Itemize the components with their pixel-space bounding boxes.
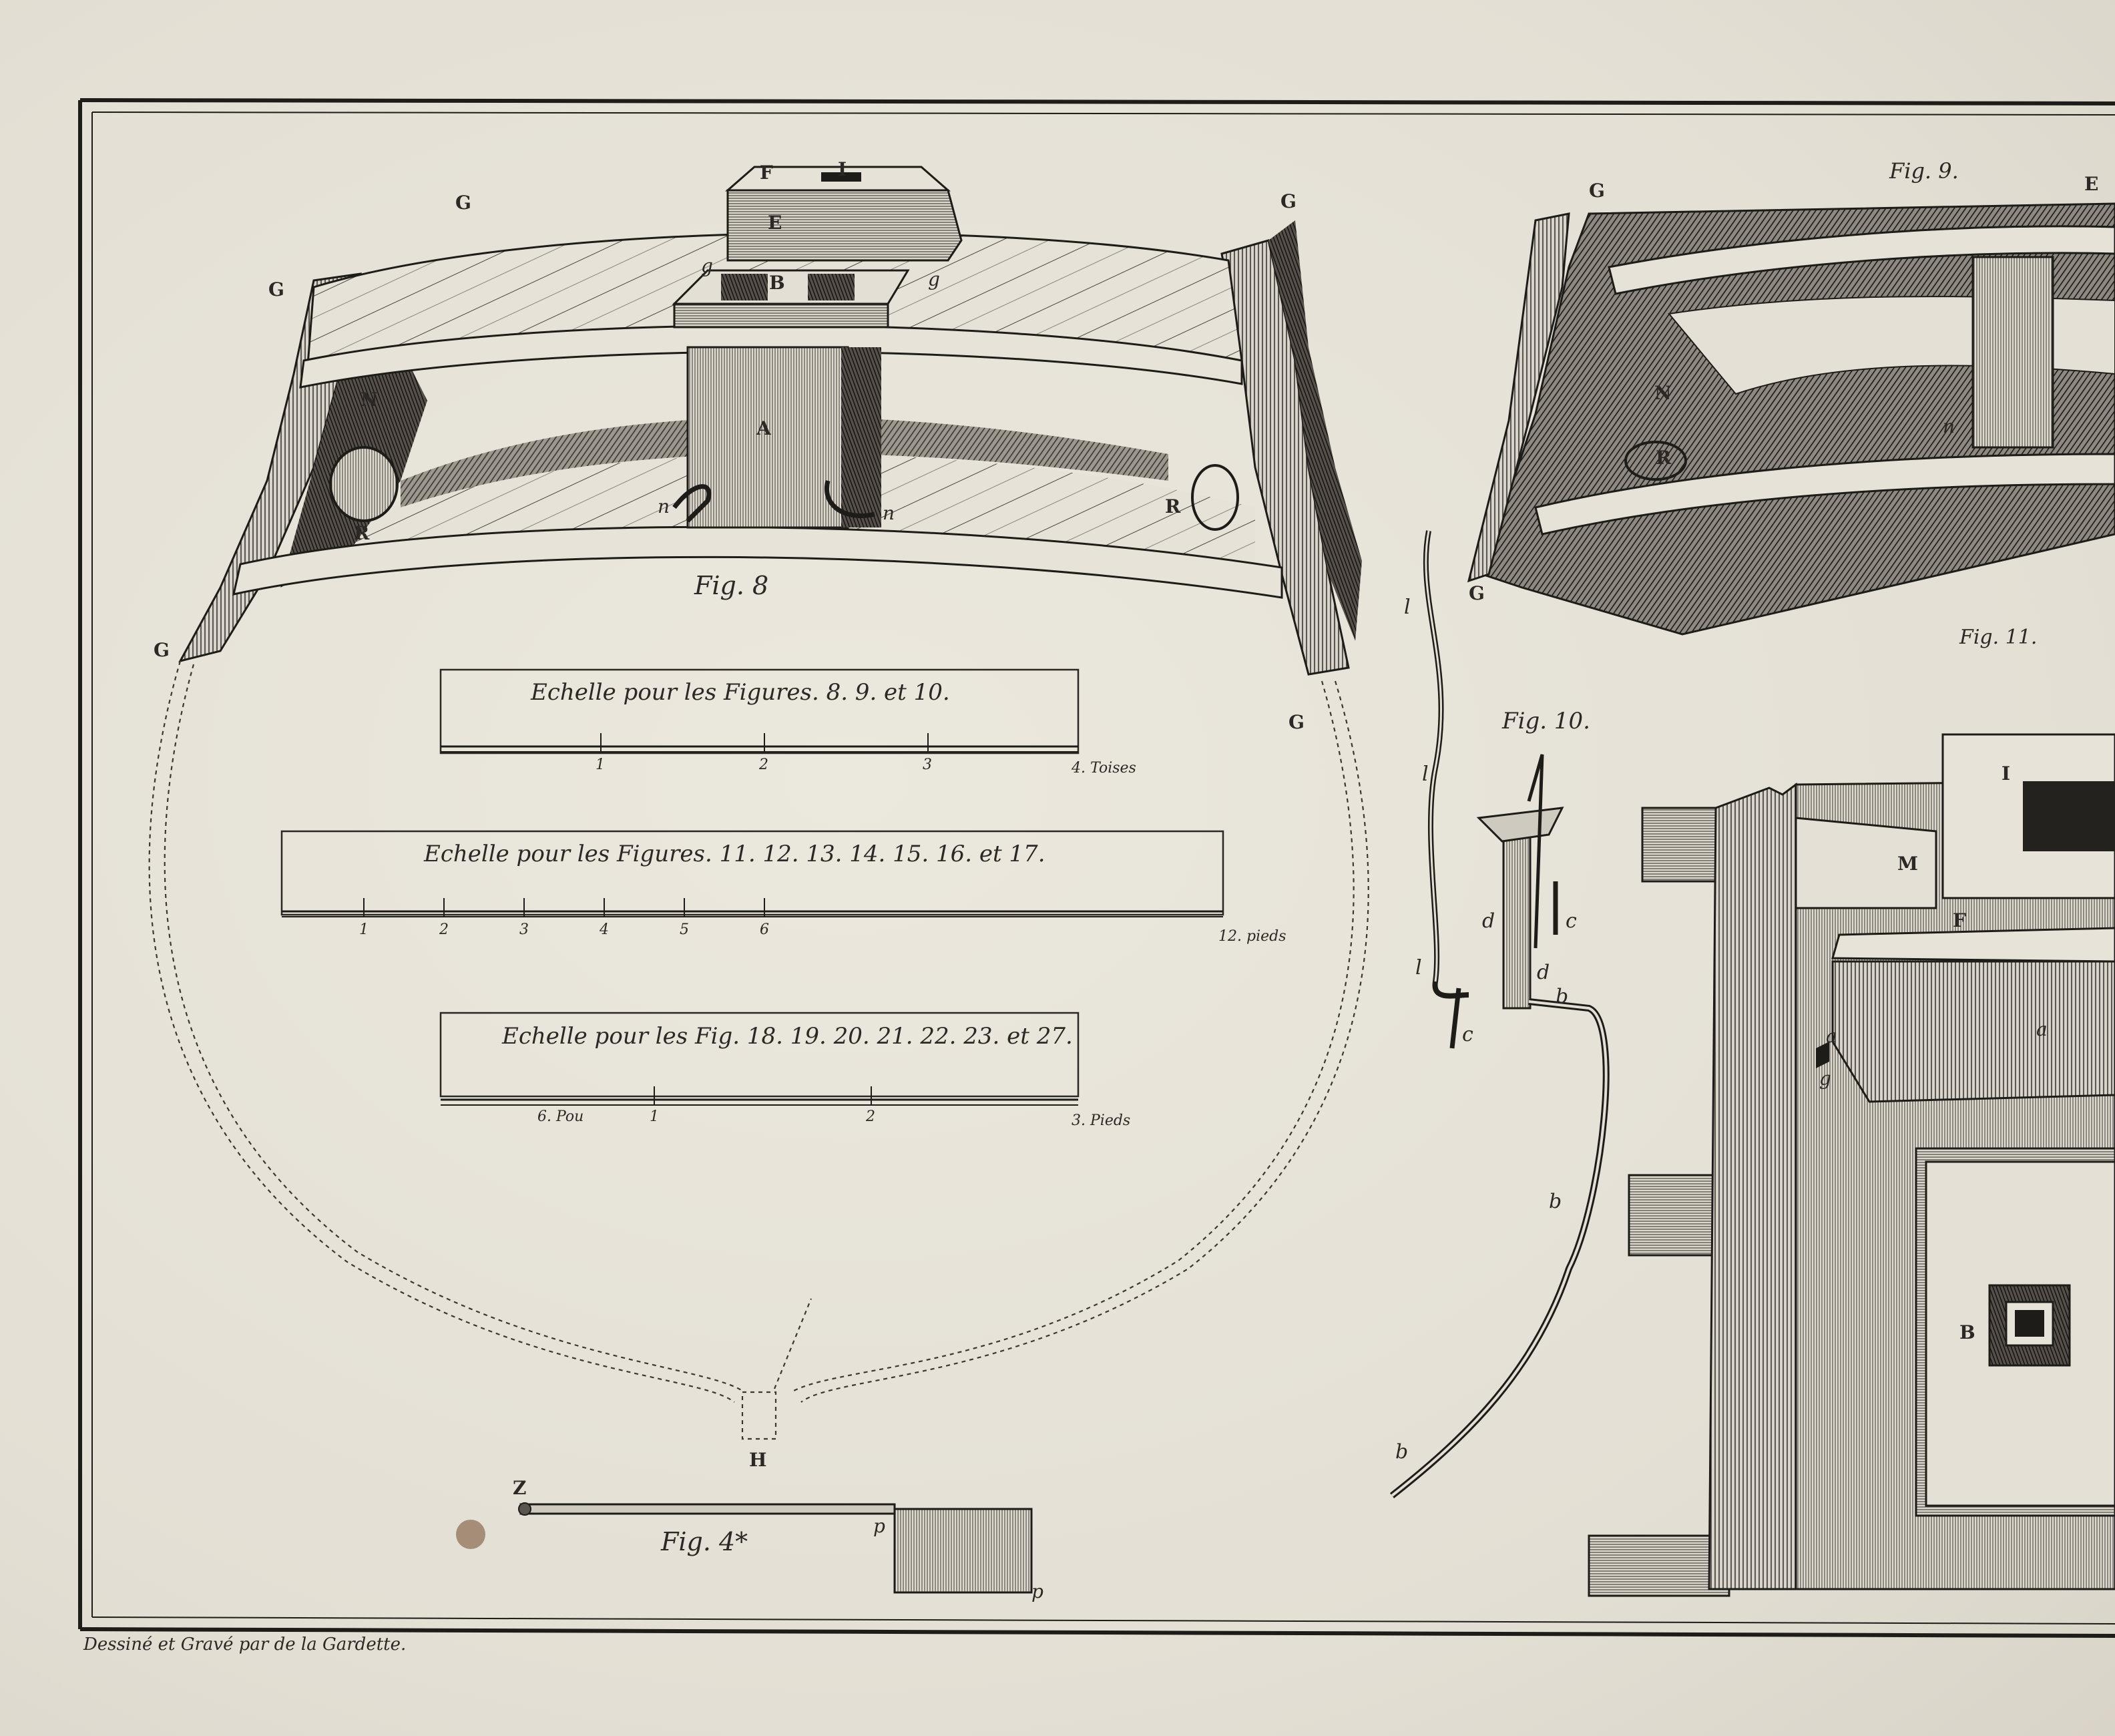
label-n-fig9: n — [1943, 415, 1955, 437]
label-a-fig11-2: a — [2036, 1018, 2048, 1040]
fig8-caption: Fig. 8 — [694, 571, 769, 600]
label-g-fig8-1: g — [701, 255, 713, 277]
label-c-1: c — [1566, 909, 1577, 933]
fig4-rod-drawing — [518, 1502, 1033, 1594]
label-G-fig8-4: G — [154, 639, 170, 661]
scale-bar-2 — [280, 830, 1224, 917]
scale-1-title: Echelle pour les Figures. 8. 9. et 10. — [531, 679, 950, 706]
fig8-section-drawing — [178, 166, 1362, 676]
scale-2-tick-5: 5 — [680, 921, 689, 938]
scale-2-tick-4: 4 — [600, 921, 609, 938]
fig9-caption: Fig. 9. — [1889, 158, 1959, 184]
label-G-fig9-1: G — [1589, 180, 1605, 202]
label-N-fig8: N — [361, 389, 378, 411]
label-R-fig9: R — [1656, 447, 1672, 469]
scale-2-tick-6: 6 — [760, 921, 769, 938]
fig10-pump-drawing — [1389, 530, 1610, 1498]
label-E-fig9: E — [2084, 173, 2099, 195]
scale-bar-3 — [439, 1012, 1080, 1106]
label-I-fig11: I — [2002, 763, 2011, 785]
label-N-fig9: N — [1654, 382, 1672, 404]
scale-1-end-label: 4. Toises — [1072, 760, 1136, 777]
scale-1-tick-3: 3 — [923, 756, 932, 773]
label-H: H — [749, 1449, 767, 1471]
fig4-caption: Fig. 4* — [661, 1527, 748, 1556]
fig9-section-drawing — [1467, 202, 2115, 636]
fig11-caption: Fig. 11. — [1959, 626, 2038, 649]
label-b-3: b — [1395, 1440, 1409, 1464]
plate-border — [78, 98, 2115, 1638]
label-p-1: p — [873, 1515, 885, 1537]
label-p-2: p — [1031, 1580, 1043, 1602]
label-n-fig8-2: n — [883, 502, 895, 524]
label-g-fig11: g — [1819, 1068, 1831, 1090]
scale-1-tick-2: 2 — [759, 756, 768, 773]
foxing-stain — [456, 1520, 485, 1549]
scale-2-title: Echelle pour les Figures. 11. 12. 13. 14… — [424, 841, 1045, 867]
hull-outline-dotted — [148, 660, 1369, 1440]
label-n-fig8-1: n — [658, 495, 670, 517]
fig11-housing-drawing — [1588, 733, 2115, 1597]
label-G-fig9-2: G — [1469, 582, 1485, 604]
scale-2-tick-1: 1 — [359, 921, 369, 938]
label-G-fig8-5: G — [1288, 711, 1305, 733]
scale-3-end-label: 3. Pieds — [1072, 1112, 1131, 1129]
scale-3-tick-2: 2 — [866, 1108, 875, 1125]
label-a-fig11-1: a — [1826, 1025, 1837, 1047]
scale-2-end-label: 12. pieds — [1218, 928, 1286, 945]
scale-2-tick-3: 3 — [519, 921, 529, 938]
label-B-fig11: B — [1959, 1321, 1975, 1343]
engraver-credit: Dessiné et Gravé par de la Gardette. — [83, 1635, 407, 1655]
scale-2-tick-2: 2 — [439, 921, 449, 938]
label-G-fig8-1: G — [455, 192, 471, 214]
label-R-fig8-1: R — [354, 522, 370, 544]
label-c-2: c — [1462, 1023, 1473, 1046]
label-F-fig11: F — [1953, 909, 1966, 931]
scale-3-tick-half: 6. Pou — [537, 1108, 584, 1125]
scale-1-tick-1: 1 — [596, 756, 605, 773]
label-M-fig11: M — [1897, 853, 1918, 875]
label-B-fig8: B — [769, 272, 785, 294]
label-b-1: b — [1556, 985, 1569, 1008]
scale-3-title: Echelle pour les Fig. 18. 19. 20. 21. 22… — [502, 1023, 1073, 1050]
label-d-1: d — [1482, 909, 1495, 933]
label-b-2: b — [1549, 1190, 1562, 1213]
label-l-3: l — [1415, 956, 1422, 980]
label-l-2: l — [1422, 763, 1429, 786]
scale-bar-1 — [439, 668, 1080, 754]
label-g-fig8-2: g — [928, 268, 940, 290]
fig10-caption: Fig. 10. — [1502, 708, 1590, 734]
label-I-fig8: I — [838, 158, 847, 180]
label-E-fig8: E — [768, 212, 782, 234]
scale-3-tick-1: 1 — [650, 1108, 659, 1125]
label-A-fig8: A — [756, 417, 771, 439]
label-R-fig8-2: R — [1165, 495, 1181, 517]
label-Z: Z — [513, 1477, 527, 1499]
label-F-fig8: F — [760, 162, 773, 184]
label-l-1: l — [1404, 596, 1411, 619]
label-G-fig8-2: G — [268, 278, 284, 300]
label-G-fig8-3: G — [1280, 190, 1297, 212]
label-d-2: d — [1537, 961, 1550, 984]
